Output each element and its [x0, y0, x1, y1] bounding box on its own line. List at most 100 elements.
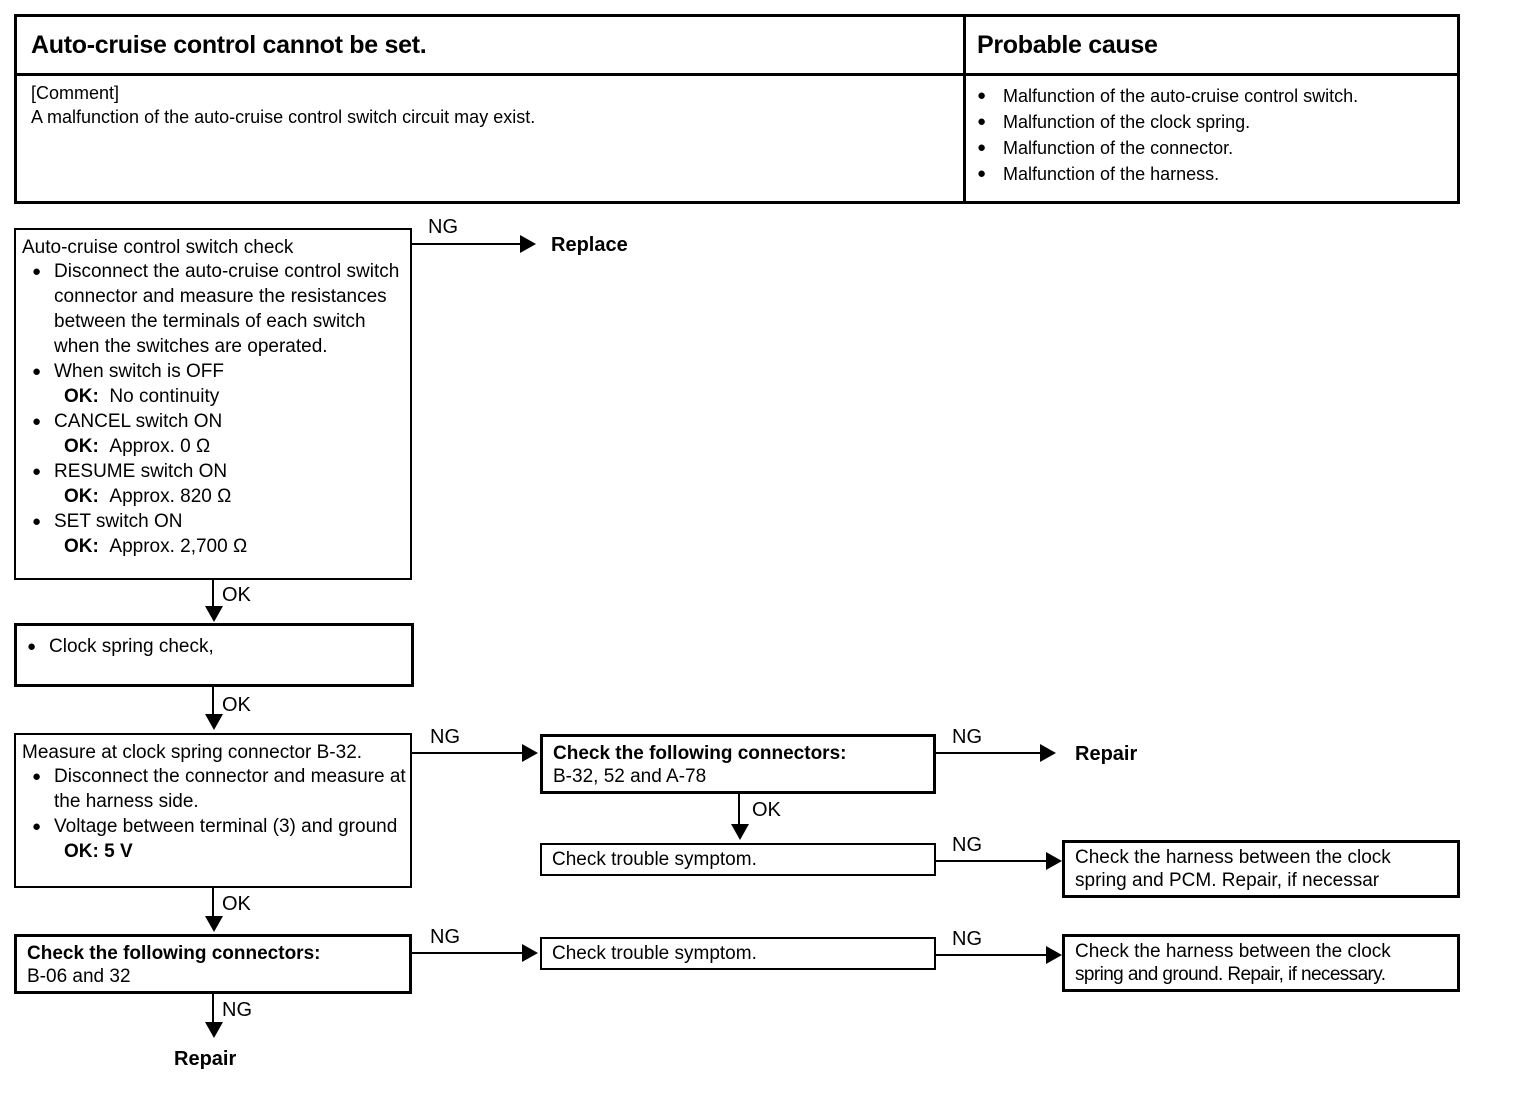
box-connectors-2-line2: B-06 and 32: [27, 966, 131, 987]
connector-line-ok-4: [738, 794, 740, 826]
edge-label-ng: NG: [952, 726, 982, 748]
connector-line-ng-bottom: [212, 994, 214, 1024]
box-trouble-symptom-1: Check trouble symptom.: [540, 843, 936, 876]
bullet-icon: ●: [977, 113, 987, 130]
ok-label: OK: 5 V: [64, 841, 133, 862]
list-item: ● Disconnect the connector and measure a…: [22, 764, 406, 814]
bullet-icon: ●: [32, 363, 42, 380]
box-harness-pcm-line1: Check the harness between the clock: [1075, 847, 1391, 868]
bullet-icon: ●: [32, 413, 42, 430]
terminal-repair-bottom: Repair: [174, 1048, 237, 1070]
box-measure-title: Measure at clock spring connector B-32.: [22, 742, 363, 763]
bullet-icon: ●: [32, 463, 42, 480]
list-item-result: OK: 5 V: [22, 839, 406, 864]
comment-label: [Comment]: [31, 83, 120, 103]
arrow-right-icon: [1040, 744, 1056, 762]
edge-label-ng: NG: [952, 834, 982, 856]
edge-label-ng: NG: [430, 926, 460, 948]
box-trouble-1-text: Check trouble symptom.: [552, 849, 757, 870]
list-item-result: OK: Approx. 0 Ω: [22, 434, 406, 459]
box-trouble-symptom-2: Check trouble symptom.: [540, 937, 936, 970]
list-item-text: SET switch ON: [54, 511, 183, 532]
arrow-down-icon: [205, 1022, 223, 1038]
ok-label: OK:: [64, 386, 99, 407]
box-measure-list: ● Disconnect the connector and measure a…: [22, 764, 406, 864]
list-item-text: Voltage between terminal (3) and ground: [54, 816, 398, 837]
cause-text: Malfunction of the harness.: [1003, 164, 1220, 184]
arrow-right-icon: [1046, 946, 1062, 964]
list-item: ● Malfunction of the harness.: [977, 161, 1447, 187]
list-item-result: OK: No continuity: [22, 384, 406, 409]
bullet-icon: ●: [27, 638, 37, 655]
arrow-right-icon: [522, 744, 538, 762]
list-item-text: RESUME switch ON: [54, 461, 228, 482]
arrow-down-icon: [731, 824, 749, 840]
arrow-right-icon: [522, 944, 538, 962]
list-item: ● Clock spring check,: [17, 634, 411, 659]
box-harness-pcm-line2: spring and PCM. Repair, if necessar: [1075, 870, 1380, 891]
list-item: ● When switch is OFF: [22, 359, 406, 384]
box-clock-spring-check: ● Clock spring check,: [14, 623, 414, 687]
table-vertical-divider: [963, 17, 966, 201]
symptom-table: Auto-cruise control cannot be set. Proba…: [14, 14, 1460, 204]
edge-label-ok: OK: [222, 893, 251, 915]
ok-value: Approx. 820 Ω: [109, 486, 232, 507]
cause-text: Malfunction of the clock spring.: [1003, 112, 1251, 132]
list-item: ● Malfunction of the auto-cruise control…: [977, 83, 1447, 109]
box-connectors-1-line1: Check the following connectors:: [553, 743, 847, 764]
ok-label: OK:: [64, 486, 99, 507]
connector-line-ok-2: [212, 687, 214, 715]
box-switch-check-list: ● Disconnect the auto-cruise control swi…: [22, 259, 406, 559]
list-item-text: Disconnect the connector and measure at …: [54, 766, 406, 812]
ok-value: Approx. 0 Ω: [109, 436, 211, 457]
probable-cause-list: ● Malfunction of the auto-cruise control…: [977, 83, 1447, 187]
list-item: ● Voltage between terminal (3) and groun…: [22, 814, 406, 839]
bullet-icon: ●: [32, 263, 42, 280]
list-item: ● Disconnect the auto-cruise control swi…: [22, 259, 406, 359]
box-check-connectors-2: Check the following connectors: B-06 and…: [14, 934, 412, 994]
list-item-result: OK: Approx. 2,700 Ω: [22, 534, 406, 559]
edge-label-ok: OK: [752, 799, 781, 821]
list-item: ● RESUME switch ON: [22, 459, 406, 484]
box-harness-ground-line2: spring and ground. Repair, if necessary.: [1075, 964, 1386, 985]
box-harness-ground: Check the harness between the clock spri…: [1062, 934, 1460, 992]
arrow-down-icon: [205, 606, 223, 622]
ok-label: OK:: [64, 436, 99, 457]
box-connectors-1-line2: B-32, 52 and A-78: [553, 766, 707, 787]
connector-line-ng-8: [936, 954, 1050, 956]
box-switch-check: Auto-cruise control switch check ● Disco…: [14, 228, 412, 580]
probable-cause-header-cell: Probable cause: [977, 17, 1158, 73]
ok-label: OK:: [64, 536, 99, 557]
symptom-header-cell: Auto-cruise control cannot be set.: [31, 17, 427, 73]
table-horizontal-divider: [17, 73, 1457, 76]
box-clock-spring-list: ● Clock spring check,: [17, 634, 411, 659]
connector-line-ok-3: [212, 888, 214, 918]
bullet-icon: ●: [977, 87, 987, 104]
list-item: ● SET switch ON: [22, 509, 406, 534]
probable-cause-header-text: Probable cause: [977, 30, 1158, 59]
edge-label-ng: NG: [428, 216, 458, 238]
edge-label-ng: NG: [222, 999, 252, 1021]
edge-label-ng: NG: [430, 726, 460, 748]
connector-line-ng-5: [936, 860, 1050, 862]
arrow-right-icon: [1046, 852, 1062, 870]
box-check-connectors-1: Check the following connectors: B-32, 52…: [540, 734, 936, 794]
connector-line-ng-3: [412, 752, 526, 754]
arrow-right-icon: [520, 235, 536, 253]
cause-text: Malfunction of the auto-cruise control s…: [1003, 86, 1359, 106]
box-harness-pcm: Check the harness between the clock spri…: [1062, 840, 1460, 898]
box-connectors-2-line1: Check the following connectors:: [27, 943, 321, 964]
connector-line-ok-1: [212, 580, 214, 608]
connector-line-ng-7: [412, 952, 526, 954]
comment-cell: [Comment] A malfunction of the auto-crui…: [31, 81, 931, 129]
connector-line-ng-replace: [412, 243, 522, 245]
bullet-icon: ●: [977, 139, 987, 156]
symptom-header-text: Auto-cruise control cannot be set.: [31, 30, 427, 59]
bullet-icon: ●: [32, 768, 42, 785]
terminal-repair-top: Repair: [1075, 743, 1138, 765]
arrow-down-icon: [205, 714, 223, 730]
list-item-text: When switch is OFF: [54, 361, 224, 382]
edge-label-ok: OK: [222, 584, 251, 606]
box-switch-check-title: Auto-cruise control switch check: [22, 237, 294, 258]
edge-label-ok: OK: [222, 694, 251, 716]
